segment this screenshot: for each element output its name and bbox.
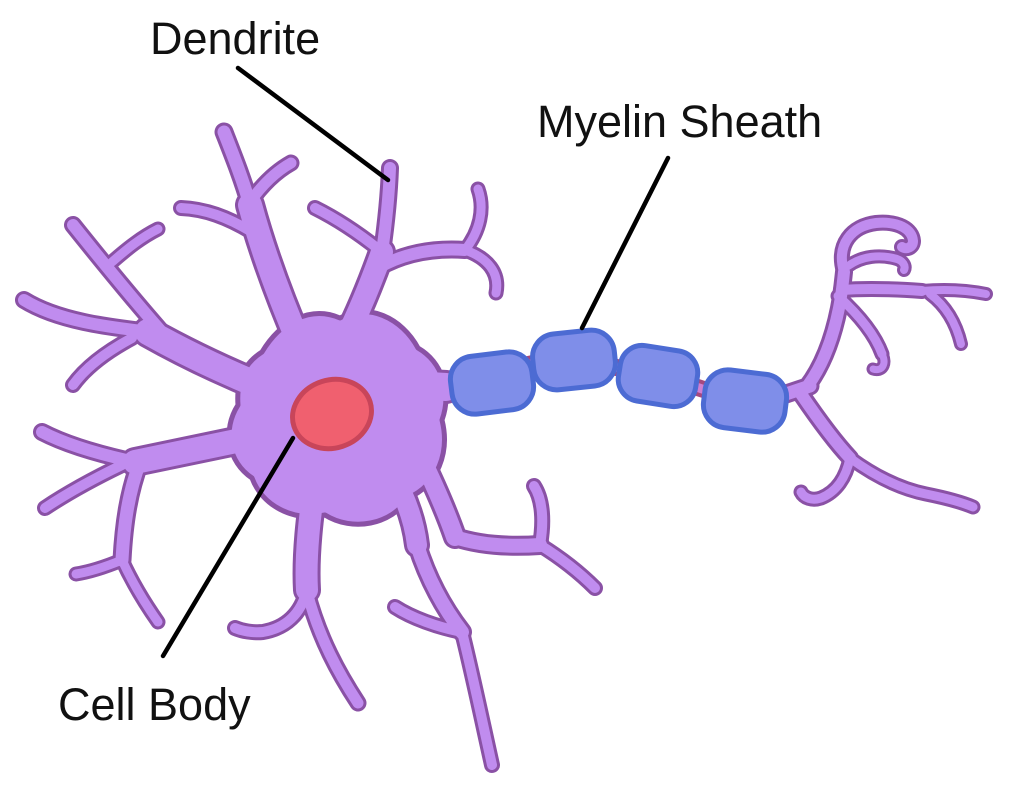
- terminal-branch: [833, 291, 887, 359]
- terminal-branch: [869, 350, 888, 374]
- axon-terminal-branches: [773, 217, 990, 512]
- dendrite-label: Dendrite: [150, 13, 321, 64]
- dendrite-branch: [301, 586, 364, 709]
- myelin-segment: [447, 349, 537, 417]
- dendrite-branch: [135, 319, 283, 403]
- terminal-branch: [837, 217, 918, 277]
- cell-body-label: Cell Body: [58, 679, 251, 730]
- dendrite-branch: [390, 602, 467, 637]
- myelin-sheath-label: Myelin Sheath: [537, 96, 823, 147]
- dendrite-branch: [117, 555, 163, 627]
- dendrite-branch: [535, 540, 600, 593]
- nucleus: [290, 376, 374, 452]
- dendrite-branch: [460, 245, 502, 298]
- dendrite-branch: [372, 243, 471, 274]
- cell-body-pointer-line: [160, 435, 296, 659]
- dendrite-branch: [68, 333, 137, 390]
- dendrite-branch: [176, 203, 257, 237]
- terminal-branch: [844, 252, 909, 274]
- dendrite-branch: [244, 157, 297, 208]
- dendrite-branch: [36, 426, 141, 468]
- dendrite-branch: [40, 460, 127, 513]
- terminal-branch: [795, 388, 856, 464]
- neuron-branches: [18, 125, 990, 770]
- dendrite-branch: [67, 219, 166, 336]
- dendrite-pointer-line: [235, 65, 391, 183]
- terminal-branch: [926, 290, 965, 348]
- dendrite-branch: [238, 193, 312, 357]
- dendrite-branch: [123, 423, 277, 474]
- myelin-segment: [615, 342, 701, 410]
- dendrite-branch: [457, 627, 497, 770]
- terminal-branch: [845, 453, 978, 512]
- dendrite-branches: [18, 125, 600, 770]
- dendrite-branch: [410, 538, 469, 639]
- dendrite-branch: [310, 203, 387, 257]
- dendrite-branch: [107, 224, 163, 267]
- myelin-sheath-pointer-line: [579, 155, 671, 331]
- terminal-branch: [836, 283, 927, 296]
- dendrite-branch: [18, 294, 156, 338]
- dendrite-branch: [529, 481, 548, 550]
- myelin-sheath: [447, 327, 790, 435]
- dendrite-branch: [71, 555, 127, 579]
- terminal-branch: [796, 453, 855, 504]
- leader-lines: [160, 65, 671, 659]
- dendrite-branch: [230, 585, 312, 638]
- dendrite-branch: [295, 469, 326, 601]
- dendrite-branch: [411, 446, 464, 546]
- dendrite-branch: [460, 184, 486, 255]
- dendrite-branch: [334, 241, 393, 351]
- axon-hillock: [381, 372, 460, 402]
- dendrite-branch: [115, 455, 147, 567]
- dendrite-branch: [448, 530, 547, 553]
- dendrite-branch: [376, 162, 396, 258]
- myelin-segment: [700, 367, 790, 435]
- dendrite-branch: [380, 460, 427, 555]
- terminal-branch: [800, 266, 850, 394]
- myelin-segment: [530, 327, 618, 393]
